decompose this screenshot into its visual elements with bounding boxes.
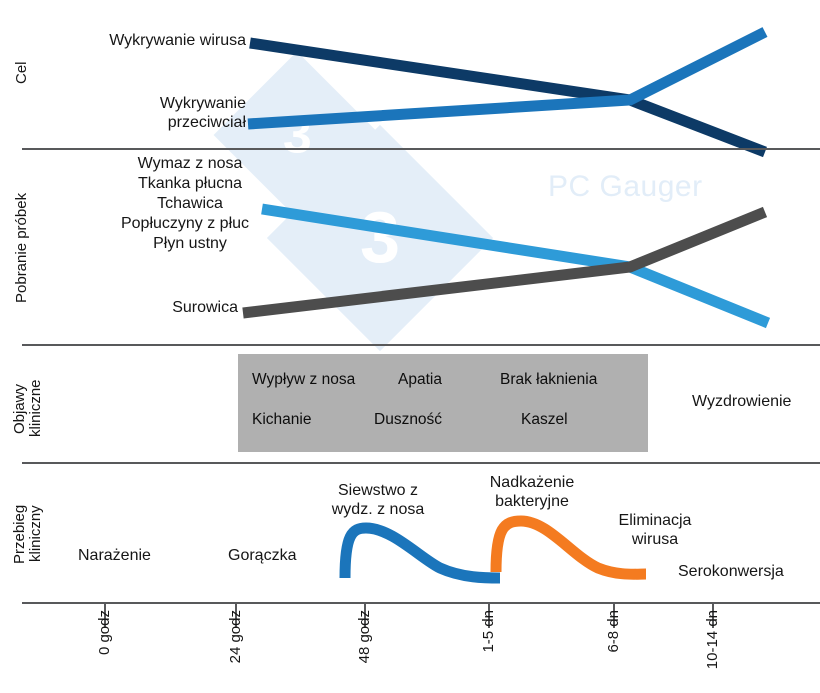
label-narazenie: Narażenie xyxy=(78,547,151,564)
band-item-kaszel: Kaszel xyxy=(521,411,568,428)
band-item-brak-laknienia: Brak łaknienia xyxy=(500,371,598,388)
divider-rule-1 xyxy=(22,148,820,150)
clinical-signs-band xyxy=(238,354,648,452)
x-axis-tick-label-1: 24 godz xyxy=(227,610,244,664)
label-eliminacja-wirusa: Eliminacja wirusa xyxy=(618,512,692,548)
series-curve-nasal-shedding xyxy=(339,522,501,584)
label-wyzdrowienie: Wyzdrowienie xyxy=(692,393,792,410)
row-axis-label-objawy-kliniczne: Objawy kliniczne xyxy=(11,379,45,438)
x-axis-tick xyxy=(364,602,366,628)
x-axis-tick-label-3: 1-5 dn xyxy=(480,610,497,653)
band-item-wyplyw-z-nosa: Wypływ z nosa xyxy=(252,371,356,388)
x-axis-tick xyxy=(613,602,615,628)
x-axis-tick xyxy=(104,602,106,628)
band-item-apatia: Apatia xyxy=(398,371,442,388)
label-popluczyny-z-pluc: Popłuczyny z płuc xyxy=(120,215,250,232)
x-axis-tick-label-2: 48 godz xyxy=(356,610,373,664)
band-item-dusznosc: Duszność xyxy=(374,411,443,428)
x-axis-line xyxy=(22,602,820,604)
label-serokonwersja: Serokonwersja xyxy=(678,563,784,580)
label-wykrywanie-wirusa: Wykrywanie wirusa xyxy=(109,32,246,49)
band-item-kichanie: Kichanie xyxy=(252,411,312,428)
x-axis-tick-label-0: 0 godz xyxy=(96,610,113,656)
label-plyn-ustny: Płyn ustny xyxy=(153,235,227,252)
label-tchawica: Tchawica xyxy=(157,195,223,212)
x-axis-tick xyxy=(712,602,714,628)
series-curve-bacterial-superinfection xyxy=(490,515,647,580)
x-axis-tick xyxy=(488,602,490,628)
row-axis-label-przebieg-kliniczny: Przebieg kliniczny xyxy=(11,504,45,564)
divider-rule-2 xyxy=(22,344,820,346)
row-axis-label-cel: Cel xyxy=(13,61,30,85)
label-goraczka: Gorączka xyxy=(228,547,297,564)
label-tkanka-plucna: Tkanka płucna xyxy=(137,175,243,192)
x-axis-tick xyxy=(235,602,237,628)
label-wymaz-z-nosa: Wymaz z nosa xyxy=(137,155,243,172)
label-wykrywanie-przeciwcial: Wykrywanie przeciwciał xyxy=(159,95,246,131)
label-siewstwo-z-wydz-z-nosa: Siewstwo z wydz. z nosa xyxy=(331,482,425,518)
x-axis-tick-label-5: 10-14 dn xyxy=(704,610,721,670)
label-nadkazenie-bakteryjne: Nadkażenie bakteryjne xyxy=(489,474,575,510)
x-axis-tick-label-4: 6-8 dn xyxy=(605,610,622,653)
label-surowica: Surowica xyxy=(172,299,238,316)
divider-rule-3 xyxy=(22,462,820,464)
row-axis-label-pobranie-probek: Pobranie próbek xyxy=(13,192,30,304)
